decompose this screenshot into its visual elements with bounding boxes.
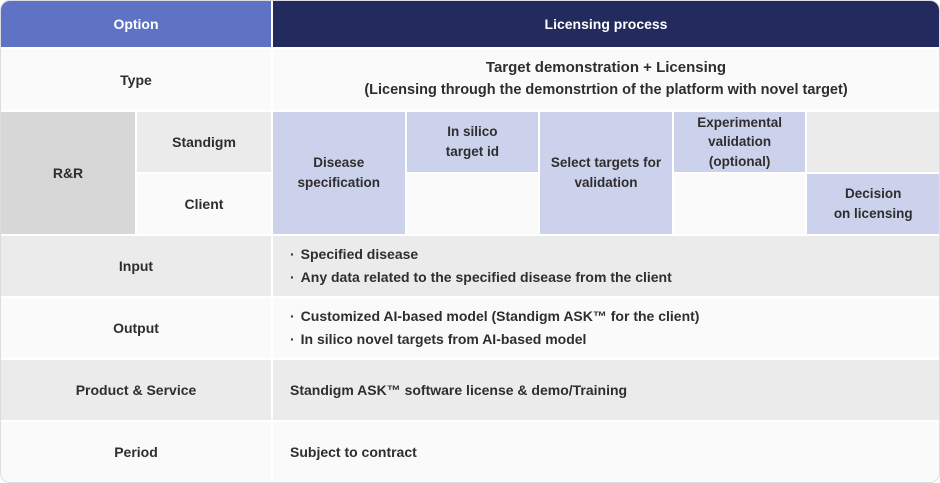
actor-client-label: Client <box>137 174 271 234</box>
type-row-label: Type <box>1 49 271 110</box>
period-row-label: Period <box>1 422 271 482</box>
bullet-icon: · <box>290 308 295 324</box>
product-service-row-content: Standigm ASK™ software license & demo/Tr… <box>273 360 939 420</box>
output-row-label: Output <box>1 298 271 358</box>
licensing-process-header: Licensing process <box>273 1 939 47</box>
bullet-icon: · <box>290 268 295 285</box>
input-row-label: Input <box>1 236 271 296</box>
output-row-content: · Customized AI-based model (Standigm AS… <box>273 298 939 358</box>
product-service-row-label: Product & Service <box>1 360 271 420</box>
input-row-content: · Specified disease · Any data related t… <box>273 236 939 296</box>
type-row-content: Target demonstration + Licensing (Licens… <box>273 49 939 110</box>
period-row-content: Subject to contract <box>273 422 939 482</box>
client-row-filler-cell <box>673 174 806 234</box>
client-row-filler-cell <box>406 174 539 234</box>
process-step-select-targets: Select targets for validation <box>540 112 672 234</box>
licensing-process-header-label: Licensing process <box>544 16 668 32</box>
actor-standigm-label: Standigm <box>137 112 271 172</box>
standigm-row-filler-cell <box>807 112 939 172</box>
bullet-icon: · <box>290 246 295 262</box>
process-step-experimental-validation: Experimental validation (optional) <box>673 112 806 172</box>
output-bullet-item: · In silico novel targets from AI-based … <box>290 330 587 347</box>
type-line-2: (Licensing through the demonstrtion of t… <box>364 81 848 98</box>
option-header-label: Option <box>113 16 159 32</box>
input-bullet-item: · Specified disease <box>290 246 419 262</box>
output-bullet-item: · Customized AI-based model (Standigm AS… <box>290 308 700 324</box>
process-step-decision-on-licensing: Decision on licensing <box>807 174 939 234</box>
input-bullet-item: · Any data related to the specified dise… <box>290 268 672 285</box>
process-step-disease-specification: Disease specification <box>273 112 405 234</box>
option-header: Option <box>1 1 271 47</box>
process-step-in-silico-target-id: In silico target id <box>406 112 539 172</box>
rr-row-label: R&R <box>1 112 135 234</box>
type-line-1: Target demonstration + Licensing <box>485 59 727 77</box>
bullet-icon: · <box>290 330 295 347</box>
